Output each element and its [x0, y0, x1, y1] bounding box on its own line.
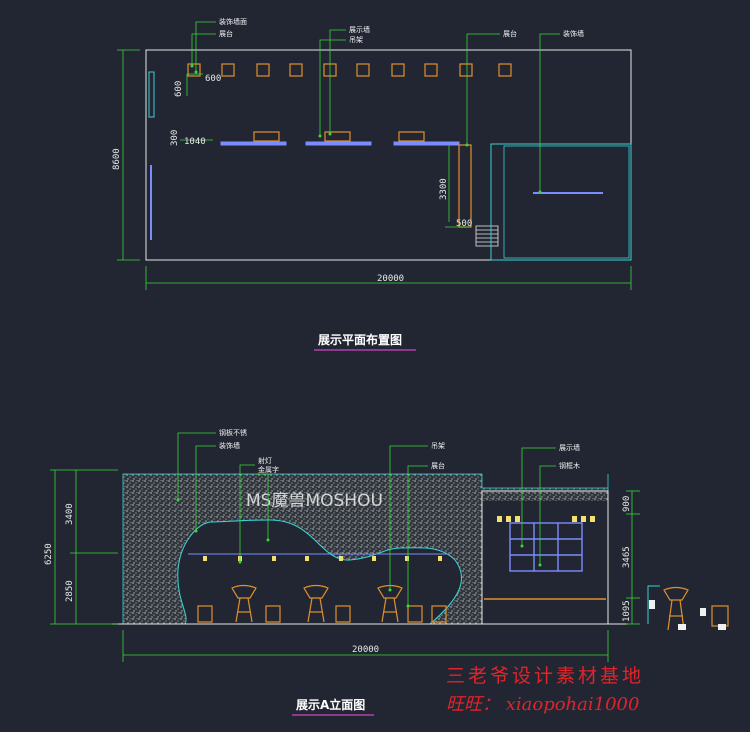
plan-stair [475, 225, 499, 247]
elevation-shop-frame [481, 490, 609, 625]
plan-label-counter-right: 展台 [503, 29, 517, 38]
floor-plan: 装饰墙面 展台 展示墙 吊架 展台 装饰墙 600 600 300 1040 8… [112, 17, 632, 351]
elevation-outside-sign-3 [678, 624, 686, 630]
elev-dim-3465: 3465 [622, 546, 632, 568]
plan-dim-500: 500 [456, 219, 472, 229]
plan-dim-8600: 8600 [112, 148, 122, 170]
elevation-outside-furniture [663, 586, 729, 631]
plan-left-panel-top [148, 71, 155, 118]
plan-counters [187, 63, 512, 77]
elevation-brand-text: MS魔兽MOSHOU [246, 491, 383, 511]
plan-label-counter: 展台 [219, 29, 233, 38]
plan-label-decor-wall-right: 装饰墙 [563, 29, 584, 38]
elev-label-steel-wood: 钢框木 [559, 461, 580, 470]
elevation-outside-sign-2 [700, 608, 706, 616]
elev-dim-900: 900 [622, 496, 632, 512]
elevation-outside-sign-4 [718, 624, 726, 630]
plan-title: 展示平面布置图 [318, 332, 402, 347]
elevation-title: 展示A立面图 [296, 697, 365, 712]
elev-label-display-wall: 展示墙 [559, 443, 580, 452]
elev-label-hanger: 吊架 [431, 442, 445, 450]
elevation-display-grid [509, 522, 583, 572]
elev-dim-3400: 3400 [65, 503, 75, 525]
plan-dim-1040: 1040 [184, 137, 206, 147]
elev-label-steel: 钢板不锈 [219, 428, 247, 437]
plan-dim-3300: 3300 [439, 178, 449, 200]
watermark: 三老爷设计素材基地 旺旺： xiaopohai1000 [446, 665, 644, 715]
plan-dim-600b: 600 [174, 81, 184, 97]
plan-dim-20000: 20000 [377, 274, 404, 284]
plan-dimension-lines [117, 21, 632, 290]
elev-dim-2850: 2850 [65, 580, 75, 602]
plan-dim-600a: 600 [205, 74, 221, 84]
plan-dimension-ticks [190, 64, 542, 194]
plan-inner-room [503, 145, 630, 259]
plan-dim-300: 300 [170, 130, 180, 146]
plan-label-decor-wall: 装饰墙面 [219, 17, 247, 26]
elevation-pedestal [647, 585, 660, 624]
elevation-outside-sign [649, 600, 655, 609]
plan-side-room [490, 143, 632, 261]
elev-label-decor-wall: 装饰墙 [219, 441, 240, 450]
plan-column [458, 144, 472, 228]
elev-label-metal-letters: 金属字 [258, 465, 279, 474]
elevation-dimension-lines [50, 432, 640, 662]
elev-label-spotlight: 射灯 [258, 456, 272, 465]
elev-dim-6250: 6250 [44, 543, 54, 565]
elev-dim-20000: 20000 [352, 645, 379, 655]
elev-dim-1095: 1095 [622, 600, 632, 622]
elevation-shop-lights [497, 516, 595, 522]
watermark-line-1: 三老爷设计素材基地 [446, 665, 644, 687]
watermark-line-2: 旺旺： xiaopohai1000 [446, 694, 639, 715]
elevation-dimension-ticks [176, 498, 542, 608]
elevation-right-panel [482, 491, 608, 501]
elevation-view: MS魔兽MOSHOU [44, 428, 729, 716]
plan-label-hanger: 吊架 [349, 36, 363, 44]
elevation-stools [197, 584, 447, 623]
plan-display-racks [220, 131, 460, 146]
plan-label-display-wall: 展示墙 [349, 25, 370, 34]
elev-label-counter: 展台 [431, 461, 445, 470]
